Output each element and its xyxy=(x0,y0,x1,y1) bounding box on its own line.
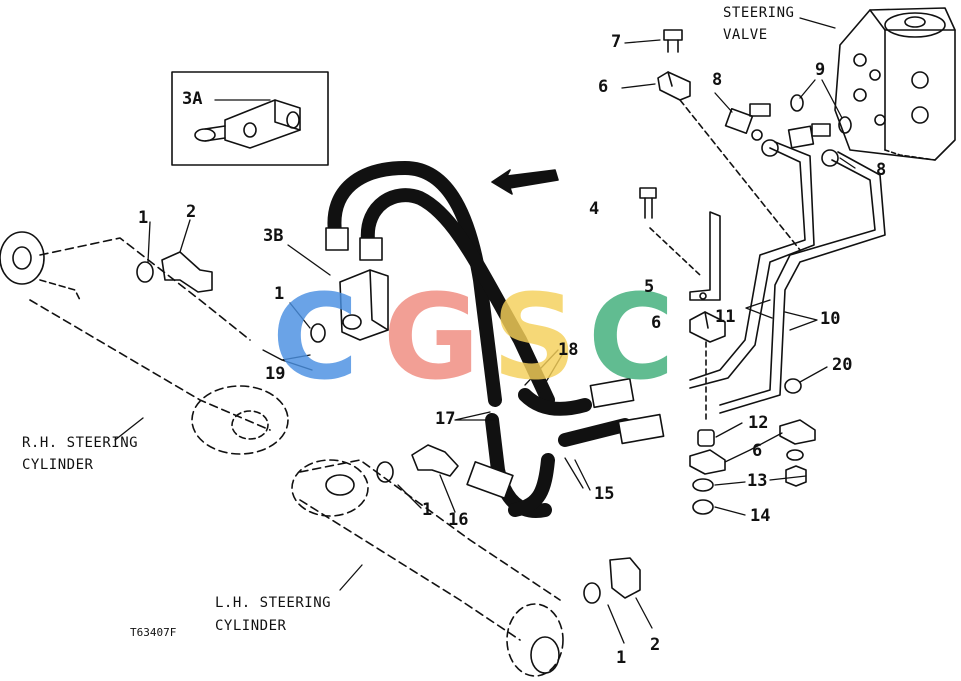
direction-arrow xyxy=(491,169,559,195)
callout-2-upper: 2 xyxy=(186,202,197,222)
watermark-letter-c1: C xyxy=(272,268,359,406)
callout-15: 15 xyxy=(594,484,615,504)
watermark-letter-s: S xyxy=(492,268,577,406)
o-ring-1-lower xyxy=(583,582,601,604)
callout-4: 4 xyxy=(589,199,600,219)
steering-valve xyxy=(834,7,956,161)
fitting-8-left xyxy=(724,103,771,141)
callout-17: 17 xyxy=(435,409,456,429)
lh-steering-cylinder xyxy=(291,459,564,677)
bolt-7 xyxy=(663,29,683,53)
fitting-16 xyxy=(411,444,459,477)
callout-3a: 3A xyxy=(182,89,203,109)
bolt-4 xyxy=(639,187,701,276)
callout-6-top: 6 xyxy=(598,77,609,97)
o-ring-1-middle xyxy=(376,461,394,483)
leader-lines xyxy=(114,17,856,644)
steel-line-upper xyxy=(689,141,815,389)
callout-1-middle: 1 xyxy=(422,500,433,520)
callout-1-lower: 1 xyxy=(616,648,627,668)
callout-7: 7 xyxy=(611,32,622,52)
callout-1-3b: 1 xyxy=(274,284,285,304)
callout-6-lower: 6 xyxy=(752,441,763,461)
caption-lh-cylinder-2: CYLINDER xyxy=(215,618,287,634)
o-ring-1-3b xyxy=(310,323,326,343)
callout-18: 18 xyxy=(558,340,579,360)
watermark-letter-g: G xyxy=(383,268,480,406)
block-3b xyxy=(339,269,389,341)
callout-16: 16 xyxy=(448,510,469,530)
figure-id: T63407F xyxy=(130,626,177,639)
callout-1-upper: 1 xyxy=(138,208,149,228)
callout-14: 14 xyxy=(750,506,771,526)
bracket-5 xyxy=(689,211,721,301)
fitting-2-upper xyxy=(161,251,213,293)
o-ring-9-left xyxy=(790,94,804,112)
clamp-6-top xyxy=(657,71,691,101)
caption-steering-valve-1: STEERING xyxy=(723,5,795,21)
caption-lh-cylinder-1: L.H. STEERING xyxy=(215,595,332,611)
callout-3b: 3B xyxy=(263,226,284,246)
callout-6-middle: 6 xyxy=(651,313,662,333)
callout-11: 11 xyxy=(715,307,736,327)
plug-20 xyxy=(784,378,802,394)
callout-20: 20 xyxy=(832,355,853,375)
fitting-8-right xyxy=(787,123,831,149)
callout-19: 19 xyxy=(265,364,286,384)
callout-9: 9 xyxy=(815,60,826,80)
caption-rh-cylinder-2: CYLINDER xyxy=(22,457,94,473)
inset-3a xyxy=(171,71,329,166)
caption-steering-valve-2: VALVE xyxy=(723,27,768,43)
hardware-stack xyxy=(689,419,816,515)
o-ring-9-right xyxy=(838,116,852,134)
callout-8-left: 8 xyxy=(712,70,723,90)
o-ring-1-upper xyxy=(136,261,154,283)
callout-2-lower: 2 xyxy=(650,635,661,655)
rh-steering-cylinder xyxy=(0,231,289,455)
callout-5: 5 xyxy=(644,277,655,297)
callout-12: 12 xyxy=(748,413,769,433)
callout-8-right: 8 xyxy=(876,160,887,180)
clamp-6-middle xyxy=(689,311,726,343)
fitting-2-lower xyxy=(609,557,641,599)
steel-line-lower xyxy=(719,151,886,414)
callout-10: 10 xyxy=(820,309,841,329)
watermark-letter-c2: C xyxy=(588,268,675,406)
caption-rh-cylinder-1: R.H. STEERING xyxy=(22,435,139,451)
callout-13: 13 xyxy=(747,471,768,491)
